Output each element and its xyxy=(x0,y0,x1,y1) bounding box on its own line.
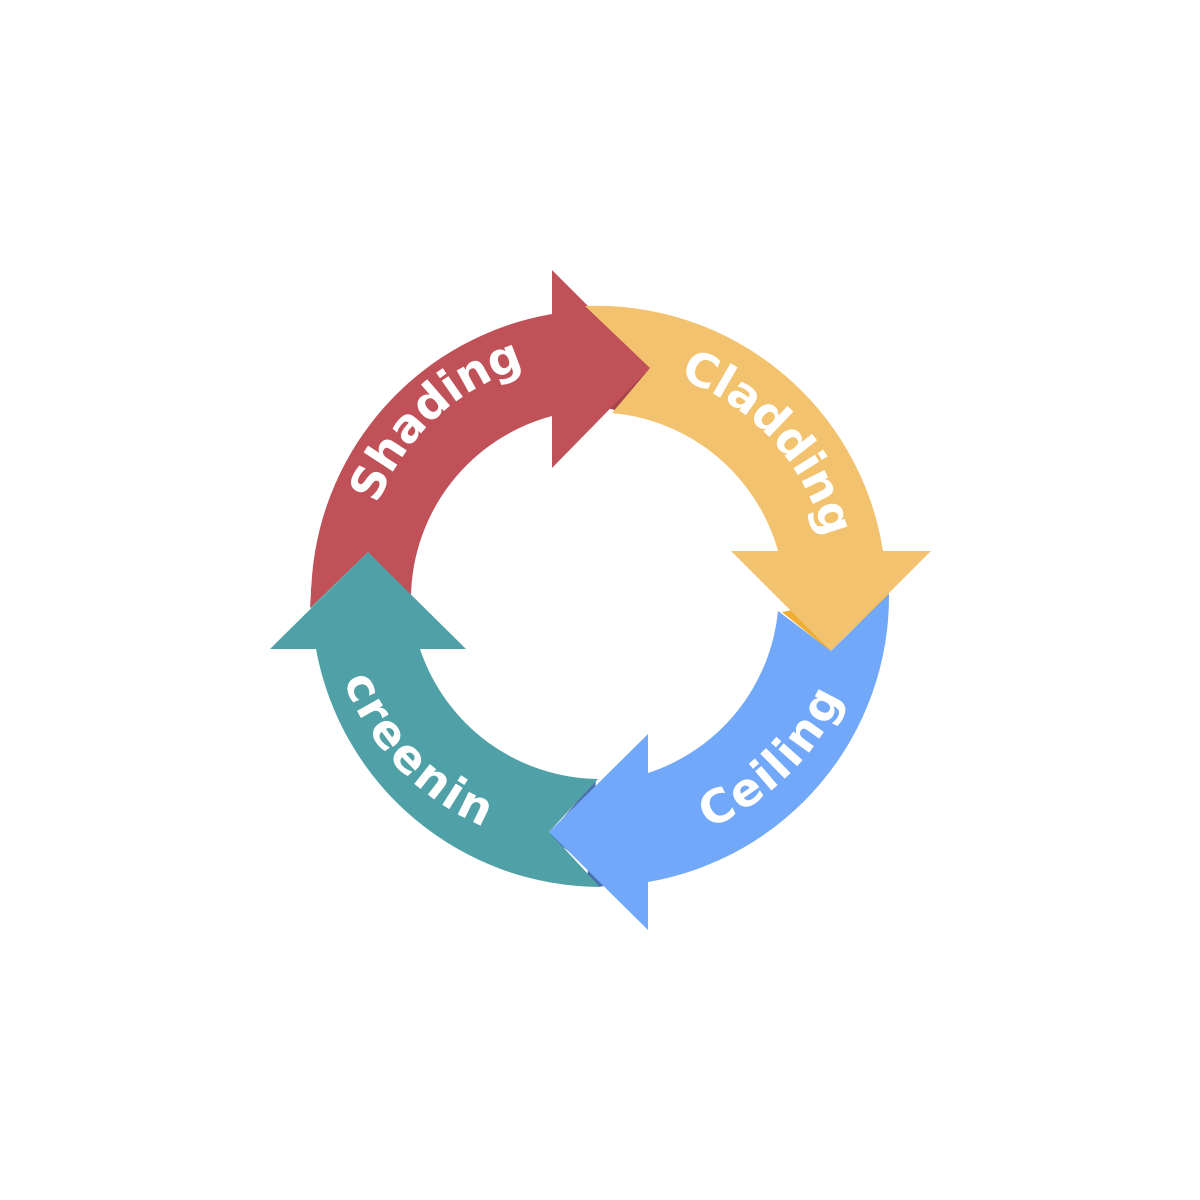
screening-arrow xyxy=(270,552,600,887)
cladding-arrow xyxy=(585,305,931,651)
arrow-segments xyxy=(270,270,931,930)
ceiling-arrow xyxy=(549,594,890,930)
shading-arrow xyxy=(310,270,650,608)
